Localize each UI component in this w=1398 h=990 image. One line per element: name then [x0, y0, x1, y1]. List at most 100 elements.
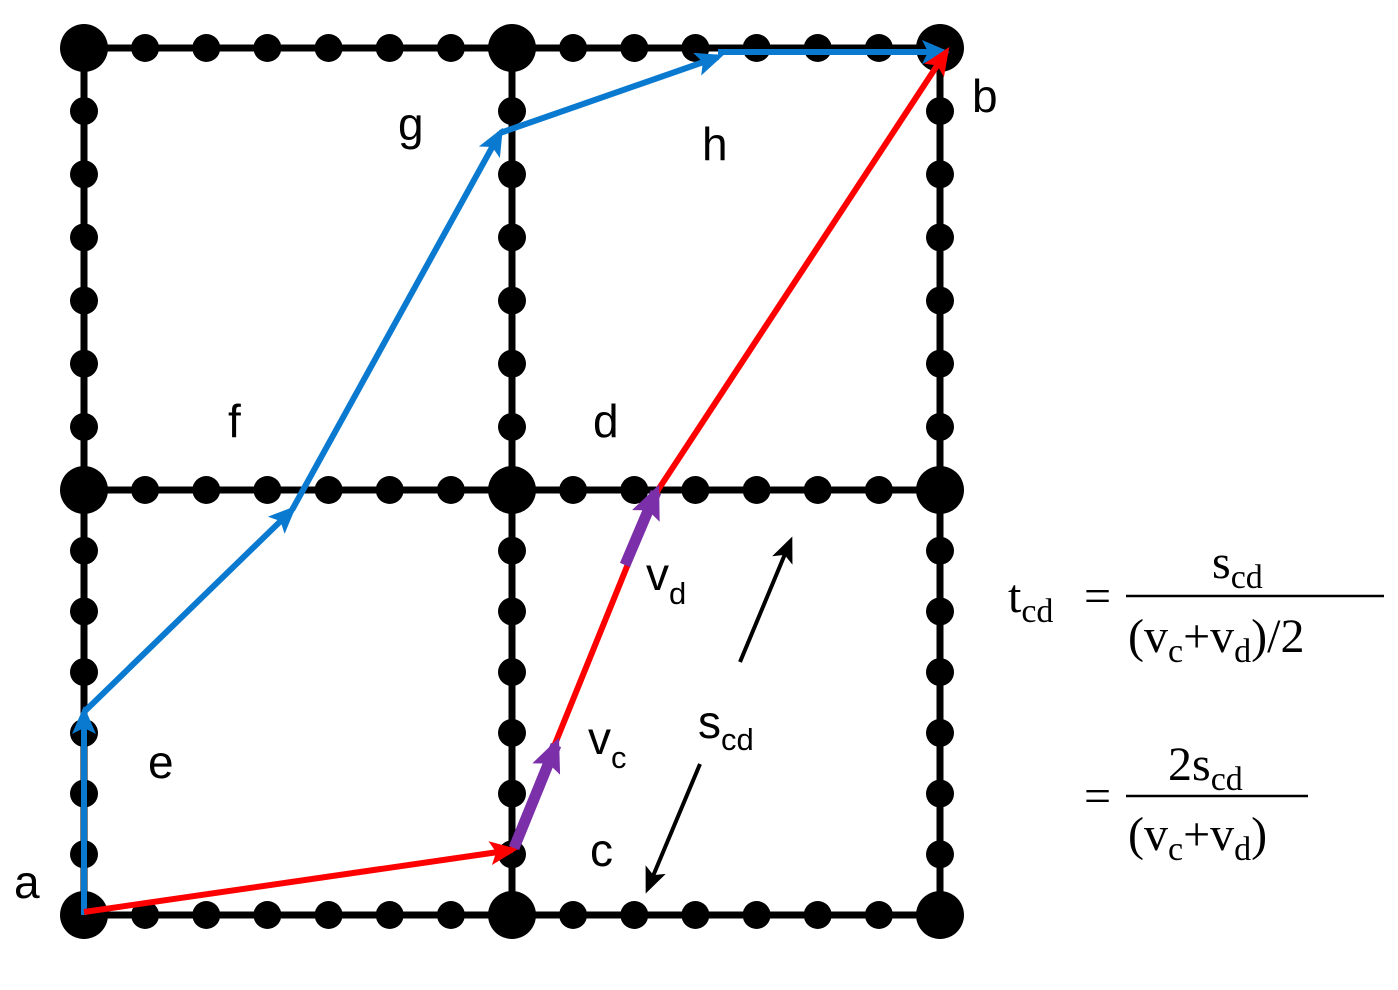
- road-node: [926, 779, 954, 808]
- intersection-node: [488, 24, 536, 72]
- formula-numerator-2: 2scd: [1168, 738, 1243, 798]
- distance-label: scd: [698, 696, 754, 757]
- node-label-g: g: [398, 98, 424, 150]
- road-node: [926, 160, 954, 189]
- road-node: [926, 536, 954, 565]
- road-node: [498, 658, 526, 687]
- road-node: [926, 97, 954, 126]
- road-node: [314, 34, 343, 62]
- formula-denominator-2: (vc+vd): [1128, 808, 1267, 868]
- road-node: [131, 34, 160, 62]
- road-node: [498, 97, 526, 126]
- road-node: [926, 597, 954, 626]
- road-node: [926, 840, 954, 869]
- road-node-group: [70, 34, 954, 929]
- road-node: [498, 160, 526, 189]
- road-node: [131, 476, 160, 504]
- intersection-node: [916, 891, 964, 939]
- velocity-arrows: [508, 484, 662, 851]
- road-node: [926, 349, 954, 378]
- road-node: [253, 34, 282, 62]
- road-node: [253, 476, 282, 504]
- road-node: [620, 34, 649, 62]
- road-node: [864, 34, 893, 62]
- node-label-e: e: [148, 736, 174, 788]
- road-node: [436, 476, 465, 504]
- formula-lhs: tcd: [1008, 570, 1053, 630]
- road-node: [926, 412, 954, 441]
- blue-route-segment-e-f: [81, 505, 297, 715]
- road-node: [70, 349, 98, 378]
- node-label-c: c: [590, 824, 613, 876]
- road-node: [70, 536, 98, 565]
- road-node: [70, 223, 98, 252]
- road-node: [498, 349, 526, 378]
- road-node: [192, 901, 221, 929]
- road-node: [314, 476, 343, 504]
- road-node: [70, 160, 98, 189]
- road-node: [559, 476, 588, 504]
- simplified-formula: = 2scd (vc+vd): [1084, 738, 1308, 868]
- road-node: [70, 97, 98, 126]
- road-node: [803, 901, 832, 929]
- road-node: [742, 901, 771, 929]
- formula-numerator-1: scd: [1212, 536, 1263, 596]
- road-node: [620, 901, 649, 929]
- intersection-node: [488, 891, 536, 939]
- road-node: [314, 901, 343, 929]
- road-node: [681, 901, 710, 929]
- velocity-label-c: vc: [588, 712, 627, 775]
- road-node: [498, 412, 526, 441]
- road-node: [253, 901, 282, 929]
- road-node: [498, 718, 526, 747]
- road-node: [926, 658, 954, 687]
- road-node: [436, 901, 465, 929]
- intersection-node: [916, 466, 964, 514]
- node-label-d: d: [593, 395, 619, 447]
- travel-time-formula: tcd = scd (vc+vd)/2: [1008, 536, 1384, 670]
- node-label-h: h: [702, 118, 728, 170]
- road-node: [192, 476, 221, 504]
- node-label-b: b: [972, 70, 998, 122]
- road-node: [742, 476, 771, 504]
- road-node: [559, 901, 588, 929]
- intersection-node: [488, 466, 536, 514]
- road-node: [864, 476, 893, 504]
- blue-route-segment-f-g: [289, 127, 503, 512]
- distance-arrow-down: [645, 763, 702, 894]
- node-label-f: f: [228, 395, 241, 447]
- road-node: [926, 718, 954, 747]
- intersection-node: [60, 24, 108, 72]
- red-route-segment-d-b: [655, 46, 950, 492]
- road-node: [436, 34, 465, 62]
- road-node: [803, 476, 832, 504]
- road-node: [681, 34, 710, 62]
- formula-equals-2: =: [1084, 770, 1111, 823]
- road-node: [742, 34, 771, 62]
- distance-arrows: [645, 536, 793, 894]
- road-node: [70, 597, 98, 626]
- road-node: [926, 223, 954, 252]
- road-node: [70, 286, 98, 315]
- blue-route: [72, 40, 950, 915]
- intersection-group: [60, 24, 964, 939]
- road-node: [498, 536, 526, 565]
- road-node: [498, 223, 526, 252]
- velocity-label-d: vd: [646, 548, 686, 611]
- road-node: [559, 34, 588, 62]
- blue-route-segment-g-h: [499, 52, 724, 136]
- road-node: [864, 901, 893, 929]
- road-node: [70, 658, 98, 687]
- formula-denominator-1: (vc+vd)/2: [1128, 610, 1304, 670]
- road-node: [498, 779, 526, 808]
- intersection-node: [60, 466, 108, 514]
- road-node: [131, 901, 160, 929]
- red-route-segment-a-c: [83, 841, 518, 915]
- road-node: [375, 901, 404, 929]
- road-node: [375, 476, 404, 504]
- road-node: [375, 34, 404, 62]
- road-node: [498, 597, 526, 626]
- road-node: [192, 34, 221, 62]
- road-node: [498, 286, 526, 315]
